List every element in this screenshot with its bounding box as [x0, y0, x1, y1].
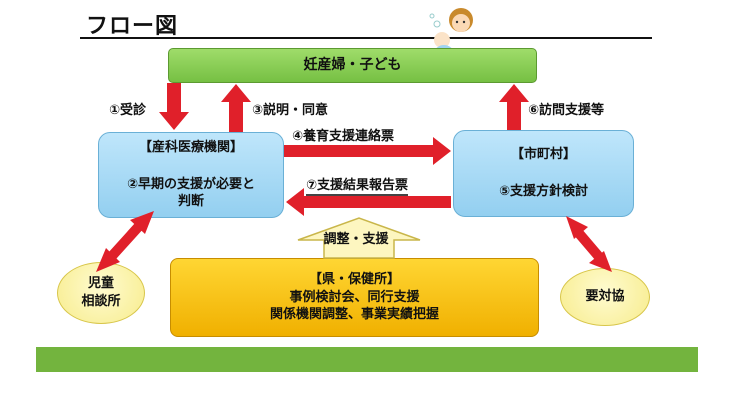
coordination-arrow: [297, 217, 421, 259]
child-guidance-line2: 相談所: [81, 294, 121, 309]
visit-support-label: ⑥訪問支援等: [528, 103, 605, 118]
page-title: フロー図: [86, 14, 179, 39]
obstetric-institution-title: 【産科医療機関】: [138, 140, 243, 155]
early-support-line2: 判断: [177, 194, 204, 210]
explanation-arrow: [221, 84, 251, 132]
ground-bar: [36, 347, 698, 372]
coordination-label: 調整・支援: [323, 232, 389, 247]
consultation-arrow: [159, 83, 189, 130]
mothers-children-label: 妊産婦・子ども: [303, 57, 402, 74]
liaison-form-label: ④養育支援連絡票: [292, 129, 395, 144]
prefecture-title: 【県・保健所】: [308, 272, 400, 288]
hospital-child-guidance-arrow: [96, 211, 154, 272]
prefecture-line1: 事例検討会、同行支援: [289, 289, 420, 305]
prefecture-line2: 関係機関調整、事業実績把握: [269, 307, 439, 323]
regional-council-label: 要対協: [585, 289, 625, 305]
municipality-title: 【市町村】: [510, 147, 576, 163]
obstetric-institution-box: 【産科医療機関】 ②早期の支援が必要と 判断: [98, 132, 284, 218]
title-divider: [80, 37, 652, 39]
mothers-children-box: 妊産婦・子ども: [168, 48, 537, 83]
early-support-line1: ②早期の支援が必要と: [126, 176, 255, 192]
explanation-label: ③説明・同意: [252, 103, 329, 118]
child-guidance-center-circle: 児童 相談所: [57, 262, 145, 324]
liaison-form-arrow: [284, 137, 451, 165]
consultation-label: ①受診: [109, 103, 147, 118]
municipality-box: 【市町村】 ⑤支援方針検討: [453, 130, 634, 217]
visit-support-arrow: [499, 84, 529, 130]
result-report-label: ⑦支援結果報告票: [306, 174, 409, 196]
result-report-arrow: [286, 188, 451, 216]
regional-council-circle: 要対協: [560, 268, 650, 326]
prefecture-health-center-box: 【県・保健所】 事例検討会、同行支援 関係機関調整、事業実績把握: [170, 258, 539, 337]
municipality-council-arrow: [566, 216, 612, 272]
support-policy-label: ⑤支援方針検討: [498, 183, 588, 199]
child-guidance-line1: 児童: [87, 276, 114, 292]
